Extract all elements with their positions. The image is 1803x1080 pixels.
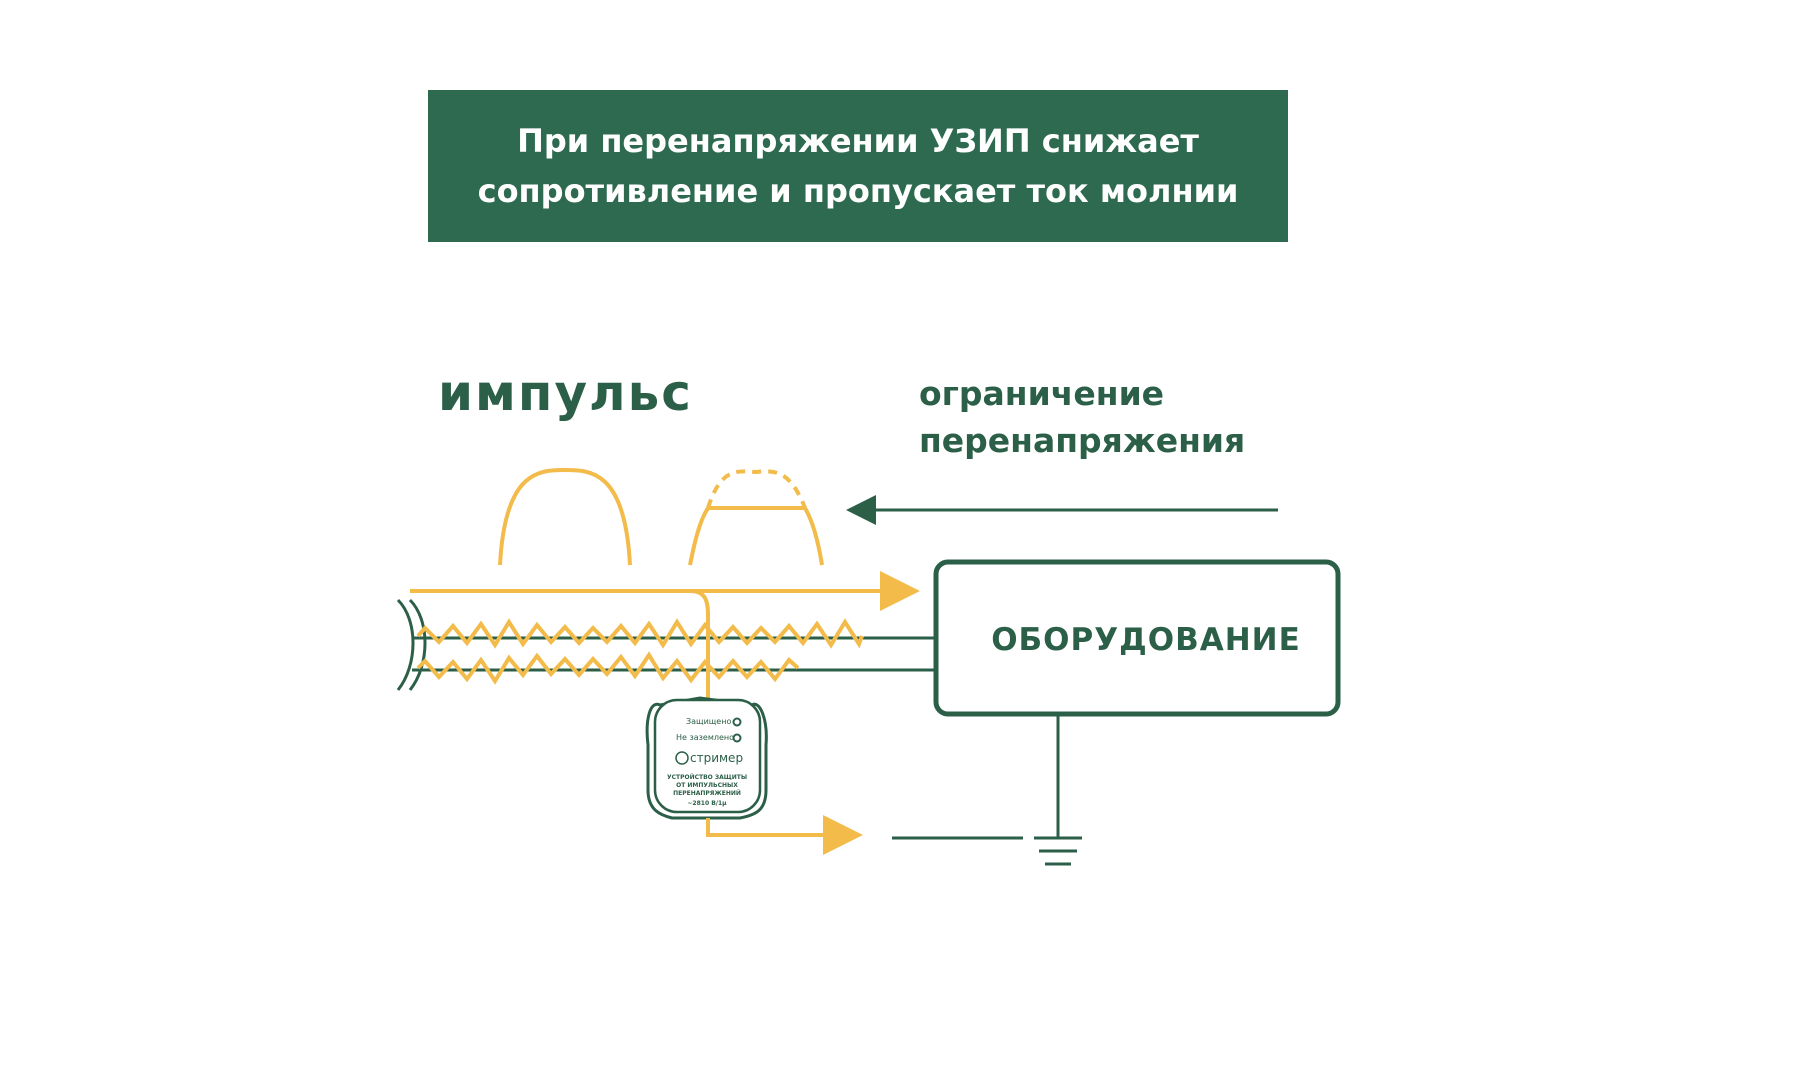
limit-label-line1: ограничение: [919, 374, 1164, 413]
indicator-led-1: [732, 717, 742, 727]
device-indicator-protected: Защищено: [686, 717, 731, 726]
surge-protector-device: Защищено Не заземлено стример УСТРОЙСТВО…: [645, 696, 768, 820]
current-to-ground-arrow: [706, 815, 863, 855]
impulse-wave-limited: [688, 506, 824, 566]
device-indicator-not-grounded: Не заземлено: [676, 733, 734, 742]
surge-zigzag-2: [416, 651, 800, 685]
equipment-label: ОБОРУДОВАНИЕ: [991, 622, 1301, 658]
impulse-wave-full: [498, 467, 632, 566]
device-brand: стример: [690, 751, 743, 765]
surge-zigzag-1: [416, 618, 864, 649]
cable-break-right: [408, 598, 427, 691]
indicator-led-2: [732, 733, 742, 743]
device-caption-2: ОТ ИМПУЛЬСНЫХ: [676, 782, 738, 789]
cable-break-left: [396, 598, 415, 691]
banner-text: При перенапряжении УЗИП снижает сопротив…: [477, 122, 1239, 210]
limit-label-line2: перенапряжения: [919, 421, 1245, 460]
device-caption-1: УСТРОЙСТВО ЗАЩИТЫ: [667, 773, 747, 781]
device-caption-3: ПЕРЕНАПРЯЖЕНИЙ: [673, 789, 741, 797]
ground-symbol-icon: [1034, 836, 1082, 866]
title-banner: При перенапряжении УЗИП снижает сопротив…: [428, 90, 1288, 242]
impulse-wave-clipped-peak: [706, 469, 807, 509]
impulse-label: импульс: [438, 364, 693, 422]
brand-logo-icon: [675, 751, 689, 765]
current-branch-to-device: [689, 589, 710, 700]
equipment-box: [933, 559, 1341, 717]
device-model: ~2810 В/1μ: [687, 800, 727, 807]
